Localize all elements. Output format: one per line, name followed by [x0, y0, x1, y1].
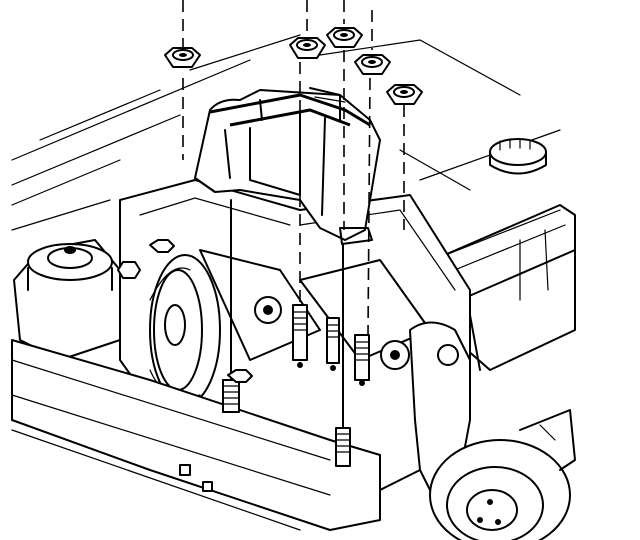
- nut-1: [164, 47, 201, 68]
- nut-3: [326, 27, 363, 48]
- engine-mount: [194, 87, 381, 245]
- stud-right: [354, 334, 370, 381]
- nut-4: [354, 54, 391, 75]
- mount-nuts: [164, 27, 423, 105]
- nut-5: [386, 84, 423, 105]
- accessory-pulley: [149, 254, 221, 406]
- strut-tower: [13, 239, 141, 361]
- mount-studs: [222, 199, 370, 467]
- front-crossmember: [11, 339, 381, 531]
- stud-left-lower: [222, 199, 240, 413]
- stud-center-mid: [326, 317, 340, 364]
- stud-center-lower: [335, 244, 351, 467]
- alignment-lines: [182, 0, 405, 336]
- ac-compressor: [429, 409, 576, 540]
- oil-filler-cap: [489, 138, 547, 175]
- engine-bay-background: [11, 34, 561, 231]
- misc-fasteners: [149, 239, 365, 386]
- stud-center-upper: [292, 304, 308, 361]
- nut-2: [289, 37, 326, 59]
